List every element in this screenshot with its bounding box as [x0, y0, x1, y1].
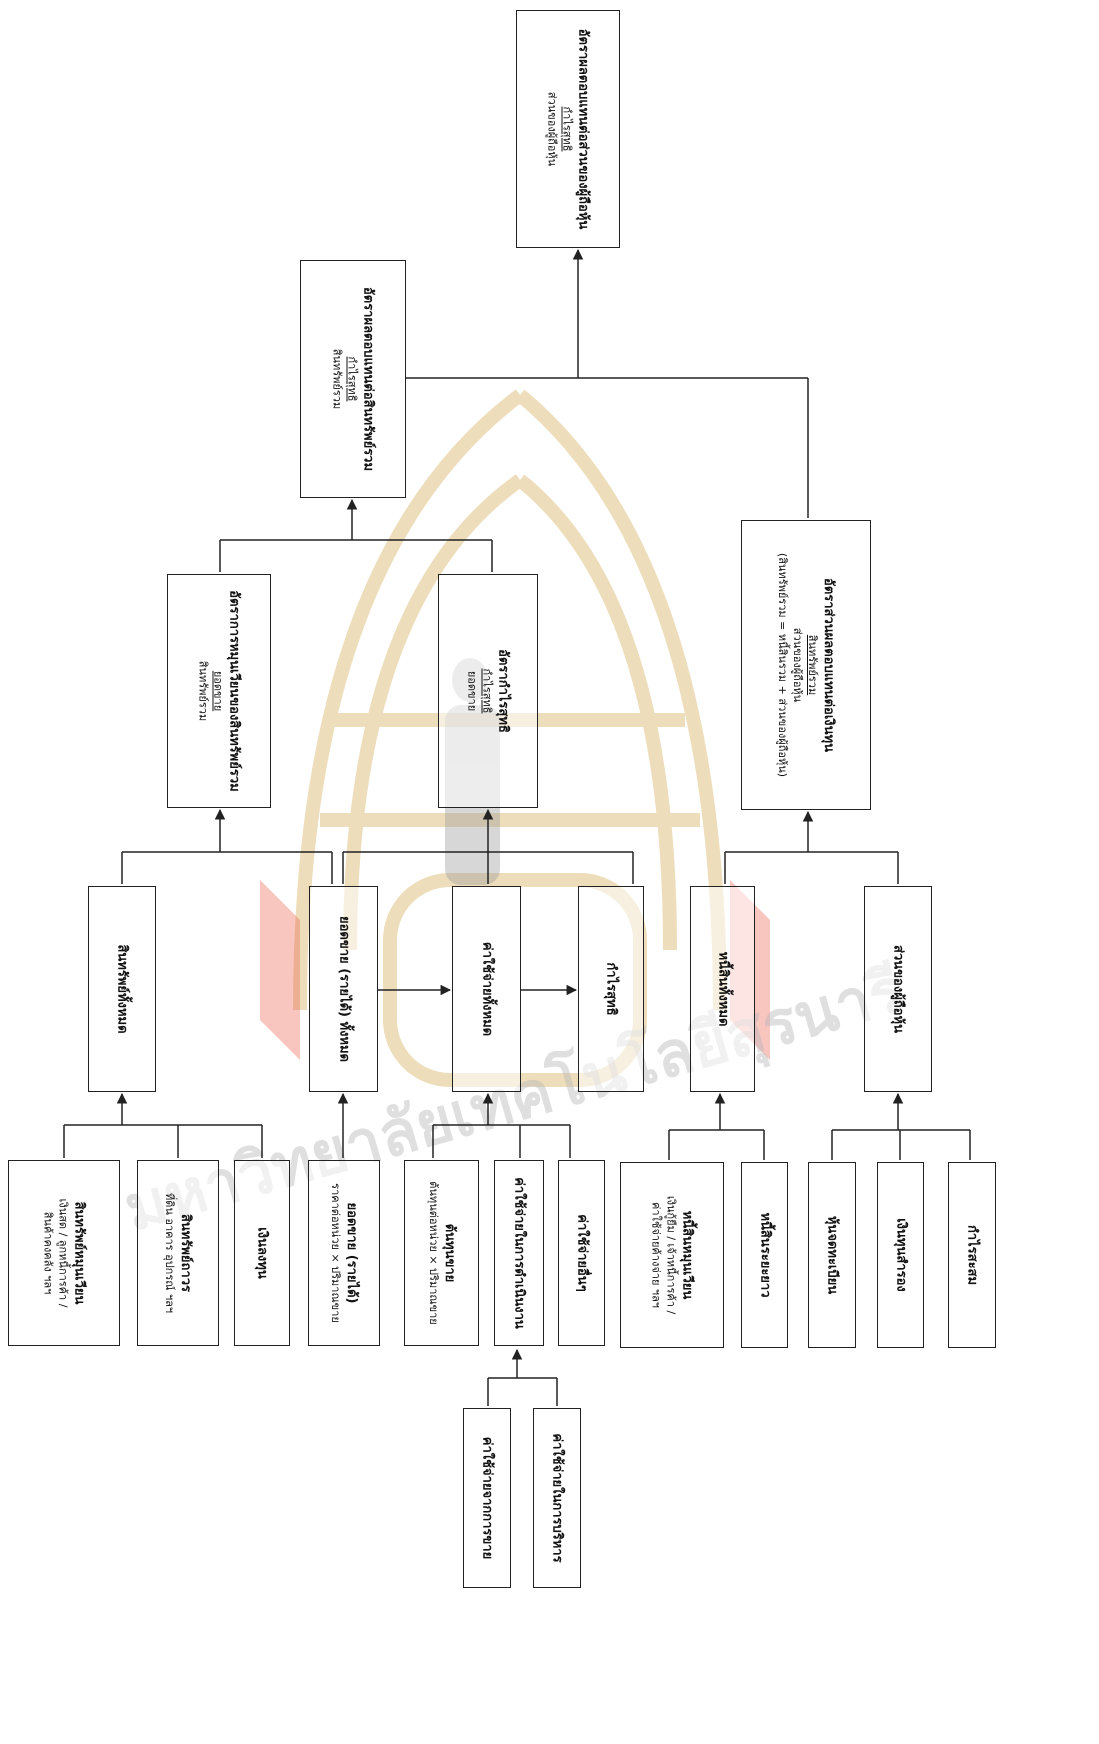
watermark-arch-left	[293, 389, 525, 1011]
roe-numerator: กำไรสุทธิ	[560, 106, 574, 152]
net-profit-box: กำไรสุทธิ	[578, 886, 644, 1092]
long-term-liabilities-title: หนี้สินระยะยาว	[757, 1212, 772, 1298]
investments-title: เงินลงทุน	[254, 1227, 270, 1279]
current-liabilities-title: หนี้สินหมุนเวียน	[679, 1210, 695, 1300]
admin-expenses-title: ค่าใช้จ่ายในการบริหาร	[549, 1433, 565, 1563]
equity-multiplier-title: อัตราส่วนผลตอบแทนต่อเงินทุน	[821, 578, 836, 752]
total-sales-box: ยอดขาย (รายได้) ทั้งหมด	[309, 886, 378, 1092]
long-term-liabilities-box: หนี้สินระยะยาว	[741, 1162, 788, 1348]
current-assets-line2: สินค้าคงคลัง ฯลฯ	[41, 1211, 55, 1295]
equity-box: ส่วนของผู้ถือหุ้น	[864, 886, 932, 1092]
watermark-arch-inner-left	[343, 474, 525, 951]
roa-box: อัตราผลตอบแทนต่อสินทรัพย์รวม กำไรสุทธิ ส…	[300, 260, 406, 498]
net-profit-label: กำไรสุทธิ	[603, 962, 619, 1016]
operating-expenses-title: ค่าใช้จ่ายในการดำเนินงาน	[511, 1177, 527, 1329]
asset-turnover-denominator: สินทรัพย์รวม	[196, 660, 210, 722]
net-margin-box: อัตรากำไรสุทธิ กำไรสุทธิ ยอดขาย	[438, 574, 538, 808]
net-margin-numerator: กำไรสุทธิ	[480, 668, 494, 714]
asset-turnover-numerator: ยอดขาย	[211, 670, 225, 712]
retained-earnings-title: กำไรสะสม	[964, 1224, 980, 1286]
cogs-box: ต้นทุนขาย ต้นทุนต่อหน่วย × ปริมาณขาย	[404, 1160, 479, 1346]
reserves-box: เงินทุนสำรอง	[877, 1162, 924, 1348]
cogs-title: ต้นทุนขาย	[441, 1223, 457, 1283]
roe-title: อัตราผลตอบแทนต่อส่วนของผู้ถือหุ้น	[575, 28, 591, 230]
selling-expenses-title: ค่าใช้จ่ายจากการขาย	[479, 1436, 495, 1560]
equity-multiplier-box: อัตราส่วนผลตอบแทนต่อเงินทุน สินทรัพย์รวม…	[741, 520, 871, 810]
net-margin-title: อัตรากำไรสุทธิ	[495, 649, 511, 733]
sales-line1: ราคาต่อหน่วย × ปริมาณขาย	[329, 1183, 342, 1323]
equity-multiplier-numerator: สินทรัพย์รวม	[806, 634, 819, 696]
roa-numerator: กำไรสุทธิ	[345, 356, 359, 402]
asset-turnover-title: อัตราการหมุนเวียนของสินทรัพย์รวม	[226, 590, 242, 792]
roe-box: อัตราผลตอบแทนต่อส่วนของผู้ถือหุ้น กำไรสุ…	[516, 10, 620, 248]
current-liabilities-line2: ค่าใช้จ่ายค้างจ่าย ฯลฯ	[649, 1201, 663, 1308]
fixed-assets-box: สินทรัพย์ถาวร ที่ดิน อาคาร อุปกรณ์ ฯลฯ	[137, 1160, 219, 1346]
asset-turnover-box: อัตราการหมุนเวียนของสินทรัพย์รวม ยอดขาย …	[167, 574, 271, 808]
operating-expenses-box: ค่าใช้จ่ายในการดำเนินงาน	[494, 1160, 544, 1346]
equity-label: ส่วนของผู้ถือหุ้น	[890, 945, 906, 1033]
total-expenses-box: ค่าใช้จ่ายทั้งหมด	[452, 886, 521, 1092]
equity-multiplier-note: (สินทรัพย์รวม = หนี้สินรวม + ส่วนของผู้ถ…	[776, 552, 789, 778]
sales-box: ยอดขาย (รายได้) ราคาต่อหน่วย × ปริมาณขาย	[308, 1160, 380, 1346]
other-expenses-box: ค่าใช้จ่ายอื่นๆ	[558, 1160, 605, 1346]
total-liabilities-label: หนี้สินทั้งหมด	[715, 951, 730, 1027]
net-margin-denominator: ยอดขาย	[465, 670, 479, 712]
roa-denominator: สินทรัพย์รวม	[330, 348, 344, 410]
current-liabilities-line1: เงินกู้ยืม / เจ้าหนี้การค้า /	[664, 1195, 678, 1315]
total-assets-box: สินทรัพย์ทั้งหมด	[88, 886, 156, 1092]
share-capital-box: หุ้นจดทะเบียน	[808, 1162, 856, 1348]
total-assets-label: สินทรัพย์ทั้งหมด	[114, 944, 130, 1034]
total-sales-label: ยอดขาย (รายได้) ทั้งหมด	[336, 916, 351, 1062]
roe-denominator: ส่วนของผู้ถือหุ้น	[545, 91, 559, 167]
sales-title: ยอดขาย (รายได้)	[344, 1202, 359, 1304]
other-expenses-title: ค่าใช้จ่ายอื่นๆ	[574, 1214, 589, 1292]
total-liabilities-box: หนี้สินทั้งหมด	[690, 886, 755, 1092]
admin-expenses-box: ค่าใช้จ่ายในการบริหาร	[533, 1408, 581, 1588]
current-assets-line1: เงินสด / ลูกหนี้การค้า /	[56, 1198, 70, 1308]
current-assets-box: สินทรัพย์หมุนเวียน เงินสด / ลูกหนี้การค้…	[8, 1160, 120, 1346]
reserves-title: เงินทุนสำรอง	[893, 1218, 908, 1292]
fixed-assets-title: สินทรัพย์ถาวร	[178, 1213, 193, 1292]
watermark-ray-left	[260, 880, 300, 1060]
share-capital-title: หุ้นจดทะเบียน	[824, 1215, 840, 1295]
watermark-arch-inner-right	[515, 474, 677, 951]
retained-earnings-box: กำไรสะสม	[948, 1162, 996, 1348]
investments-box: เงินลงทุน	[234, 1160, 290, 1346]
selling-expenses-box: ค่าใช้จ่ายจากการขาย	[463, 1408, 511, 1588]
current-assets-title: สินทรัพย์หมุนเวียน	[71, 1201, 87, 1305]
equity-multiplier-denominator: ส่วนของผู้ถือหุ้น	[791, 627, 804, 703]
roa-title: อัตราผลตอบแทนต่อสินทรัพย์รวม	[360, 286, 376, 472]
current-liabilities-box: หนี้สินหมุนเวียน เงินกู้ยืม / เจ้าหนี้กา…	[620, 1162, 724, 1348]
total-expenses-label: ค่าใช้จ่ายทั้งหมด	[479, 941, 494, 1037]
fixed-assets-line1: ที่ดิน อาคาร อุปกรณ์ ฯลฯ	[163, 1192, 176, 1314]
cogs-line1: ต้นทุนต่อหน่วย × ปริมาณขาย	[426, 1181, 440, 1325]
